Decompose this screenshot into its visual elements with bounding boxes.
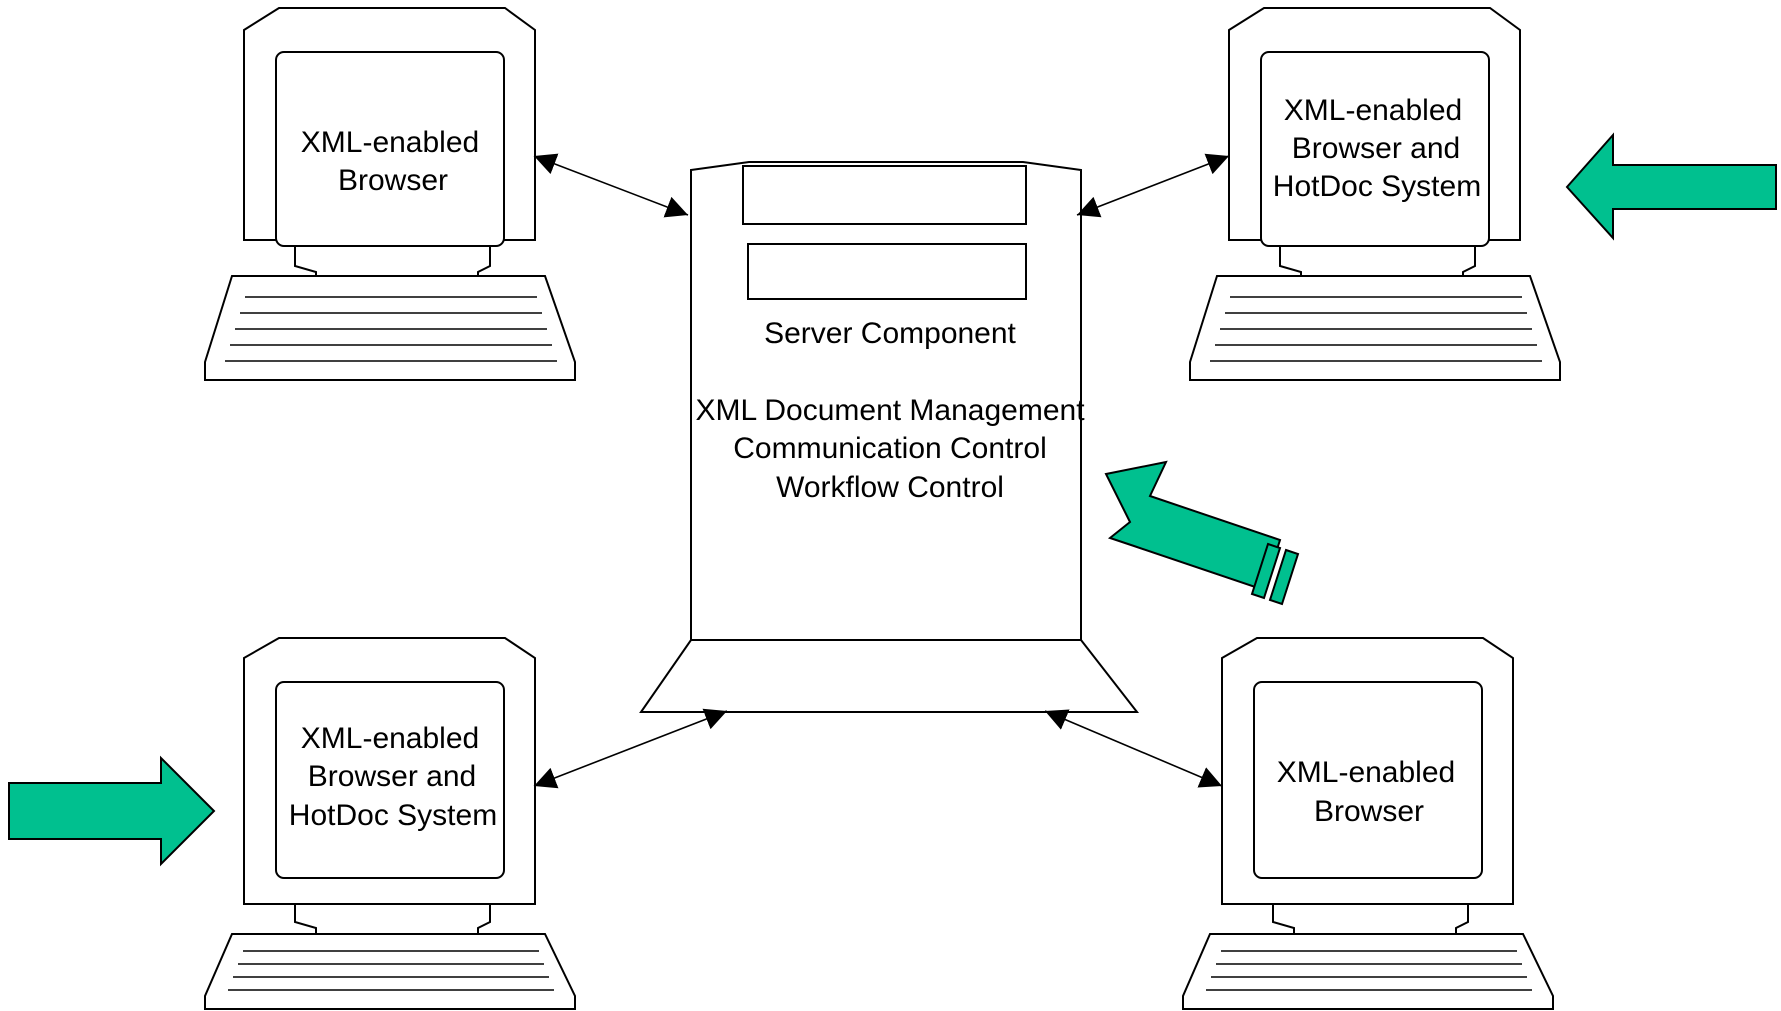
computer-icon	[204, 7, 576, 381]
computer-icon	[204, 637, 576, 1010]
green-arrow-icon	[1104, 460, 1300, 606]
client-label-line: XML-enabled	[1284, 94, 1462, 127]
computer-bottom-right: XML-enabled Browser	[1182, 637, 1554, 1010]
server-title: Server Component	[764, 317, 1016, 350]
client-label-line: HotDoc System	[289, 799, 497, 832]
computer-top-left: XML-enabled Browser	[204, 7, 576, 381]
server-function: Workflow Control	[776, 471, 1004, 504]
green-arrow-icon	[1565, 132, 1777, 241]
client-label-line: Browser	[1314, 795, 1424, 828]
green-arrow-icon	[8, 755, 216, 867]
computer-icon	[1189, 7, 1561, 381]
server-icon	[639, 161, 1140, 713]
computer-top-right: XML-enabled Browser and HotDoc System	[1189, 7, 1561, 381]
computer-bottom-left: XML-enabled Browser and HotDoc System	[204, 637, 576, 1010]
connection-bottom-right	[1044, 709, 1223, 788]
server: Server Component XML Document Management…	[639, 161, 1140, 713]
client-label-line: XML-enabled	[301, 722, 479, 755]
connection-bottom-left	[533, 708, 728, 789]
client-label-line: Browser and	[308, 760, 476, 793]
connection-top-left	[533, 153, 689, 218]
client-label-line: XML-enabled	[1277, 756, 1455, 789]
client-label-line: Browser and	[1292, 132, 1460, 165]
client-label-line: XML-enabled	[301, 126, 479, 159]
computer-icon	[1182, 637, 1554, 1010]
server-function: Communication Control	[733, 432, 1046, 465]
connection-top-right	[1076, 153, 1230, 218]
client-label-line: HotDoc System	[1273, 170, 1481, 203]
server-function: XML Document Management	[695, 394, 1085, 427]
client-label-line: Browser	[338, 164, 448, 197]
